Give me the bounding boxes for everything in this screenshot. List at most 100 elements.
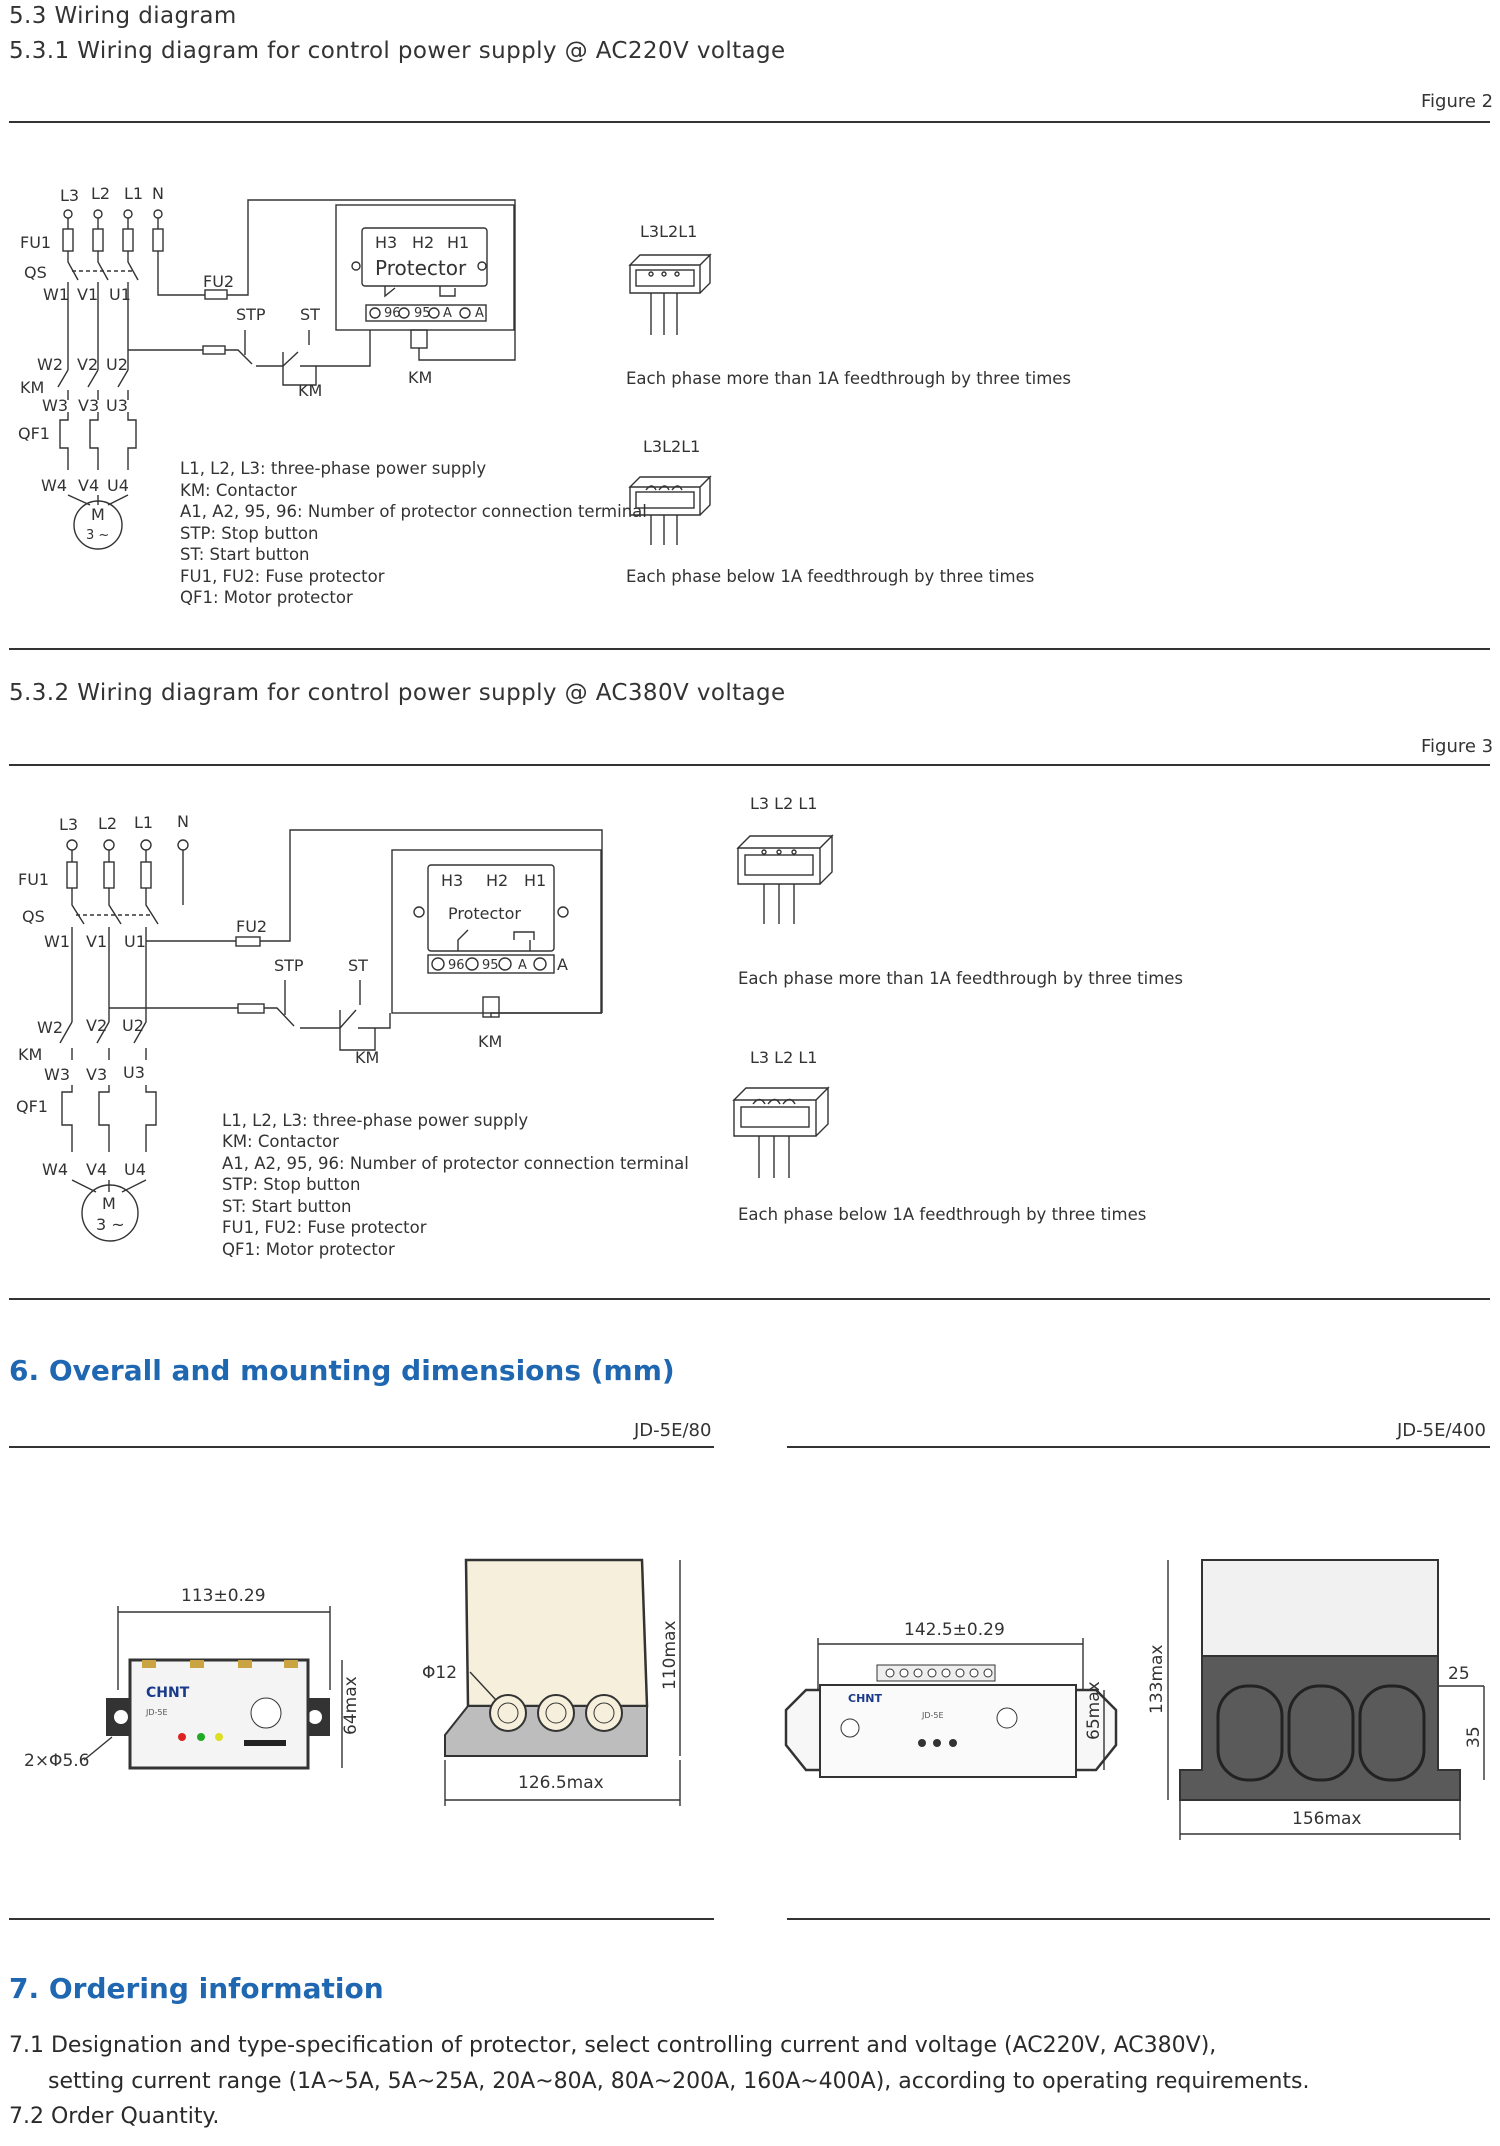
dim-side-h-a: 110max [660, 1621, 680, 1691]
label-u4: U4 [107, 476, 129, 495]
label-v2: V2 [77, 355, 98, 374]
dim-holes-a: 2×Φ5.6 [24, 1751, 89, 1771]
brand-logo-a: CHNT [146, 1685, 190, 1701]
label-v2: V2 [86, 1016, 107, 1035]
label-w3: W3 [42, 396, 68, 415]
label-u1: U1 [124, 932, 146, 951]
label-km-aux: KM [355, 1048, 379, 1067]
label-h3: H3 [441, 871, 463, 890]
dim-25-b: 25 [1448, 1664, 1470, 1684]
label-h2: H2 [486, 871, 508, 890]
divider [9, 1918, 714, 1920]
label-st: ST [300, 305, 320, 324]
divider [9, 1446, 714, 1448]
label-qf1: QF1 [18, 424, 50, 443]
dim-35-b: 35 [1464, 1726, 1484, 1748]
dim-width-a: 113±0.29 [181, 1586, 266, 1606]
legend-line: QF1: Motor protector [180, 588, 353, 607]
jd5e400-side-view: 133max 25 35 156max [1147, 1559, 1485, 1840]
label-l3: L3 [59, 815, 78, 834]
jd5e400-front-view: 142.5±0.29 CHNT JD-5E 65max [784, 1620, 1118, 1778]
motor-3: 3 ~ [86, 528, 109, 543]
label-w3: W3 [44, 1065, 70, 1084]
label-stp: STP [236, 305, 266, 324]
dim-width-b: 142.5±0.29 [904, 1620, 1005, 1640]
label-u2: U2 [106, 355, 128, 374]
motor-3: 3 ~ [96, 1215, 125, 1234]
divider [9, 648, 1490, 650]
label-h1: H1 [447, 233, 469, 252]
legend-line: QF1: Motor protector [222, 1240, 395, 1259]
label-u3: U3 [123, 1063, 145, 1082]
label-v3: V3 [86, 1065, 107, 1084]
dim-side-w-b: 156max [1292, 1809, 1362, 1829]
legend-line: L1, L2, L3: three-phase power supply [222, 1111, 529, 1130]
terminal-a1: A [518, 958, 527, 973]
figure-3-label: Figure 3 [1421, 736, 1494, 757]
divider [9, 764, 1490, 766]
divider [787, 1918, 1490, 1920]
model-label-a: JD-5E/80 [634, 1420, 712, 1441]
legend-line: A1, A2, 95, 96: Number of protector conn… [222, 1154, 689, 1173]
label-w2: W2 [37, 1018, 63, 1037]
dim-height-a: 64max [341, 1676, 361, 1735]
dimension-drawings: 113±0.29 CHNT JD-5E 64max 2×Φ5.6 Φ12 110… [24, 1558, 1485, 1840]
protector-label: Protector [448, 904, 521, 923]
device-model-b: JD-5E [921, 1711, 944, 1720]
divider [9, 1298, 1490, 1300]
label-w1: W1 [43, 285, 69, 304]
ordering-line-3: 7.2 Order Quantity. [9, 2104, 220, 2129]
label-w1: W1 [44, 932, 70, 951]
label-h2: H2 [412, 233, 434, 252]
feedthrough-below-note: Each phase below 1A feedthrough by three… [738, 1205, 1147, 1224]
section-heading: 5.3 Wiring diagram [9, 3, 237, 29]
terminal-a1-b: A [475, 306, 484, 321]
terminal-96: 96 [384, 306, 401, 321]
terminal-a1-b: A [557, 955, 568, 974]
label-stp: STP [274, 956, 304, 975]
feedthrough-below-note: Each phase below 1A feedthrough by three… [626, 567, 1035, 586]
label-qf1: QF1 [16, 1097, 48, 1116]
label-fu2: FU2 [236, 917, 267, 936]
label-h3: H3 [375, 233, 397, 252]
divider [787, 1446, 1490, 1448]
label-st: ST [348, 956, 368, 975]
label-u2: U2 [122, 1016, 144, 1035]
divider [9, 121, 1490, 123]
legend-line: STP: Stop button [180, 524, 319, 543]
section-7-title: 7. Ordering information [9, 1972, 384, 2005]
terminal-95: 95 [414, 306, 431, 321]
section-heading-531: 5.3.1 Wiring diagram for control power s… [9, 38, 786, 64]
label-v4: V4 [78, 476, 99, 495]
label-fu1: FU1 [18, 870, 49, 889]
label-n: N [152, 184, 164, 203]
model-label-b: JD-5E/400 [1397, 1420, 1486, 1441]
dim-phi-a: Φ12 [422, 1663, 457, 1683]
dim-side-w-a: 126.5max [518, 1773, 604, 1793]
dim-height-b: 65max [1084, 1681, 1104, 1740]
ct-top-labels: L3L2L1 [640, 222, 697, 241]
ordering-line-2: setting current range (1A~5A, 5A~25A, 20… [48, 2069, 1310, 2094]
motor-m: M [91, 505, 105, 524]
label-fu2: FU2 [203, 272, 234, 291]
figure-2-label: Figure 2 [1421, 91, 1494, 112]
feedthrough-more-note: Each phase more than 1A feedthrough by t… [738, 969, 1184, 988]
legend-line: FU1, FU2: Fuse protector [222, 1218, 427, 1237]
section-heading-532: 5.3.2 Wiring diagram for control power s… [9, 680, 786, 706]
label-v1: V1 [77, 285, 98, 304]
label-u4: U4 [124, 1160, 146, 1179]
label-u3: U3 [106, 396, 128, 415]
label-w2: W2 [37, 355, 63, 374]
label-l1: L1 [134, 813, 153, 832]
legend-line: L1, L2, L3: three-phase power supply [180, 459, 487, 478]
label-km: KM [18, 1045, 42, 1064]
label-w4: W4 [42, 1160, 68, 1179]
legend-line: ST: Start button [180, 545, 310, 564]
dim-side-h-b: 133max [1147, 1645, 1167, 1715]
terminal-96: 96 [448, 958, 465, 973]
feedthrough-more-note: Each phase more than 1A feedthrough by t… [626, 369, 1072, 388]
label-u1: U1 [109, 285, 131, 304]
label-v1: V1 [86, 932, 107, 951]
motor-m: M [102, 1194, 116, 1213]
label-qs: QS [24, 263, 47, 282]
